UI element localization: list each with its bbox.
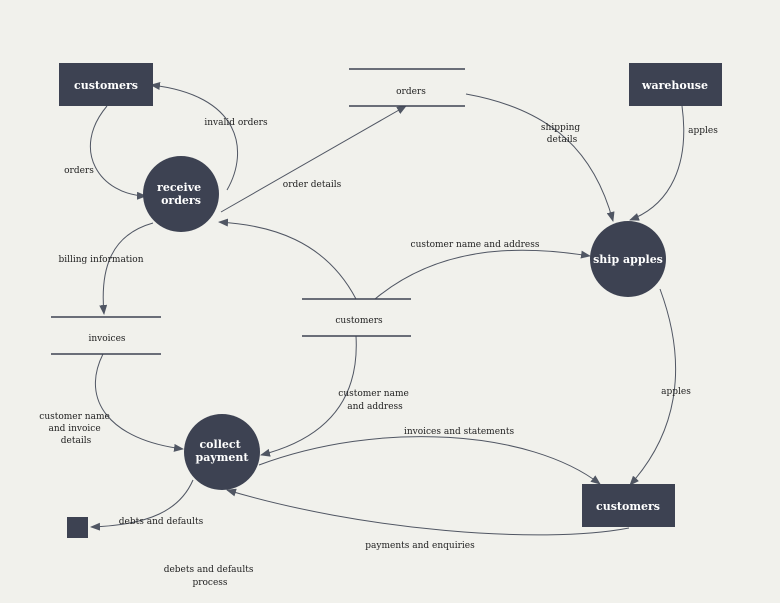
- process-ship-apples[interactable]: [590, 221, 666, 297]
- process-receive-orders-label: receive orders: [157, 181, 205, 207]
- flow-customer-name-address-ship: [374, 249, 591, 300]
- flow-payments-enquiries: [226, 488, 630, 536]
- entity-debts-process[interactable]: [67, 517, 88, 538]
- flow-invalid-orders: [150, 82, 239, 191]
- flow-orders: [89, 105, 147, 200]
- store-customers[interactable]: customers: [302, 298, 411, 337]
- store-customers-label: customers: [335, 316, 383, 326]
- flow-customer-name-invoice: [94, 353, 184, 452]
- entity-warehouse-label: warehouse: [641, 79, 708, 92]
- flow-label-customer-name-invoice: customer name and invoice details: [39, 412, 112, 446]
- flow-shipping-details: [465, 93, 615, 222]
- entity-warehouse[interactable]: [629, 63, 722, 106]
- flow-label-billing-information: billing information: [58, 255, 143, 265]
- flow-order-details: [220, 105, 407, 213]
- entity-customers-bottom[interactable]: [582, 484, 675, 527]
- store-invoices-label: invoices: [88, 334, 125, 344]
- flow-label-customer-name-address-ship: customer name and address: [411, 240, 540, 250]
- flow-label-payments-enquiries: payments and enquiries: [365, 541, 475, 551]
- note-debts-process: debets and defaults process: [164, 565, 257, 588]
- flow-label-debts-defaults: debts and defaults: [119, 517, 204, 527]
- flow-label-invoices-statements: invoices and statements: [404, 427, 515, 437]
- process-receive-orders[interactable]: [143, 156, 219, 232]
- process-collect-payment-label: collect payment: [196, 438, 250, 464]
- store-orders-label: orders: [396, 87, 426, 97]
- process-collect-payment[interactable]: [184, 414, 260, 490]
- flow-label-invalid-orders: invalid orders: [204, 118, 268, 128]
- entity-customers-bottom-label: customers: [596, 500, 660, 513]
- flow-apples-warehouse: [629, 105, 685, 221]
- entity-customers-top-label: customers: [74, 79, 138, 92]
- store-invoices[interactable]: invoices: [51, 316, 161, 355]
- flow-label-customer-name-address-collect: customer name and address: [338, 389, 411, 412]
- flow-label-shipping-details: shipping details: [541, 123, 583, 145]
- process-ship-apples-label: ship apples: [593, 253, 663, 266]
- flow-label-apples-ship: apples: [661, 387, 691, 397]
- flow-debts-defaults: [90, 479, 194, 531]
- entity-customers-top[interactable]: [59, 63, 153, 106]
- flow-label-orders: orders: [64, 166, 94, 176]
- store-orders[interactable]: orders: [349, 68, 465, 107]
- flow-label-apples-warehouse: apples: [688, 126, 718, 136]
- flow-billing-information: [99, 222, 154, 315]
- flow-invoices-statements: [258, 436, 601, 485]
- flow-customers-to-receive: [218, 218, 357, 300]
- flow-label-order-details: order details: [283, 180, 342, 190]
- flow-apples-ship: [629, 288, 677, 486]
- flow-customer-name-address-collect: [260, 335, 357, 457]
